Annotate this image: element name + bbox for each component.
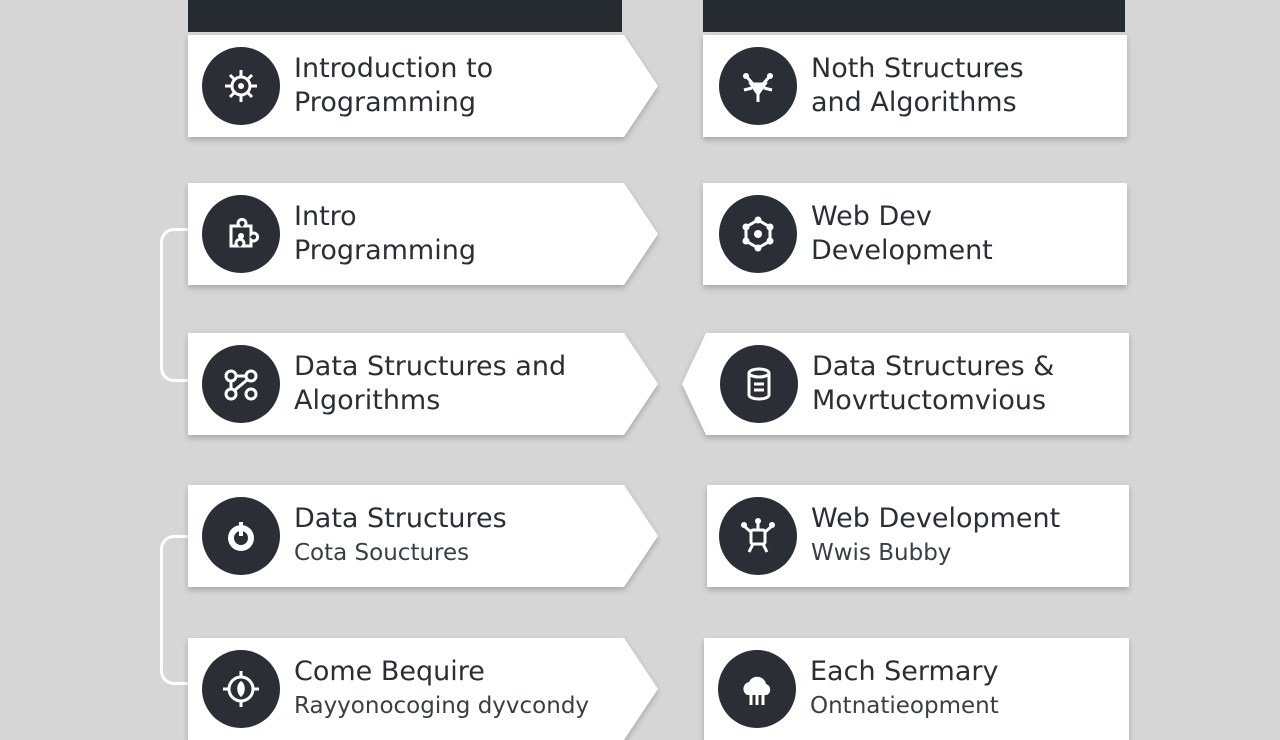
bug-network-icon xyxy=(719,47,797,125)
gear-cluster-icon xyxy=(202,47,280,125)
left-card-2[interactable]: Intro Programming xyxy=(188,183,658,285)
connector-left-2 xyxy=(160,535,190,685)
card-subtitle: Ontnatieopment xyxy=(810,693,999,719)
right-card-1[interactable]: Noth Structures and Algorithms xyxy=(703,35,1127,137)
card-title: Noth Structures xyxy=(811,53,1024,84)
card-subtitle: Rayyonocoging dyvcondy xyxy=(294,693,590,719)
connector-left-1 xyxy=(160,228,190,382)
left-card-1[interactable]: Introduction to Programming xyxy=(188,35,658,137)
card-subtitle: Development xyxy=(811,235,993,266)
left-card-3[interactable]: Data Structures and Algorithms xyxy=(188,333,658,435)
robot-network-icon xyxy=(719,497,797,575)
card-title: Introduction to xyxy=(294,53,494,84)
card-title: Data Structures xyxy=(294,503,507,534)
card-title: Intro xyxy=(294,201,357,232)
cloud-icon xyxy=(718,650,796,728)
card-title: Web Development xyxy=(811,503,1061,534)
card-title: Each Sermary xyxy=(810,656,999,687)
card-subtitle: Programming xyxy=(294,235,476,266)
card-subtitle: Cota Souctures xyxy=(294,540,470,566)
right-card-2[interactable]: Web Dev Development xyxy=(703,183,1127,285)
card-subtitle: Wwis Bubby xyxy=(811,540,952,566)
network-nodes-icon xyxy=(202,345,280,423)
right-card-4[interactable]: Web Development Wwis Bubby xyxy=(707,485,1129,587)
database-icon xyxy=(720,345,798,423)
card-title: Come Bequire xyxy=(294,656,485,687)
card-subtitle: Movrtuctomvious xyxy=(812,385,1047,416)
card-subtitle: Algorithms xyxy=(294,385,441,416)
cog-leaf-icon xyxy=(202,650,280,728)
left-header-bar xyxy=(188,0,622,32)
power-icon xyxy=(202,497,280,575)
card-title: Web Dev xyxy=(811,201,932,232)
card-title: Data Structures & xyxy=(812,351,1055,382)
left-card-4[interactable]: Data Structures Cota Souctures xyxy=(188,485,658,587)
right-header-bar xyxy=(703,0,1125,32)
left-card-5[interactable]: Come Bequire Rayyonocoging dyvcondy xyxy=(188,638,658,740)
puzzle-gear-icon xyxy=(202,195,280,273)
molecule-icon xyxy=(719,195,797,273)
card-subtitle: and Algorithms xyxy=(811,87,1017,118)
right-card-5[interactable]: Each Sermary Ontnatieopment xyxy=(704,638,1129,740)
right-card-3[interactable]: Data Structures & Movrtuctomvious xyxy=(682,333,1129,435)
card-title: Data Structures and xyxy=(294,351,567,382)
card-subtitle: Programming xyxy=(294,87,476,118)
